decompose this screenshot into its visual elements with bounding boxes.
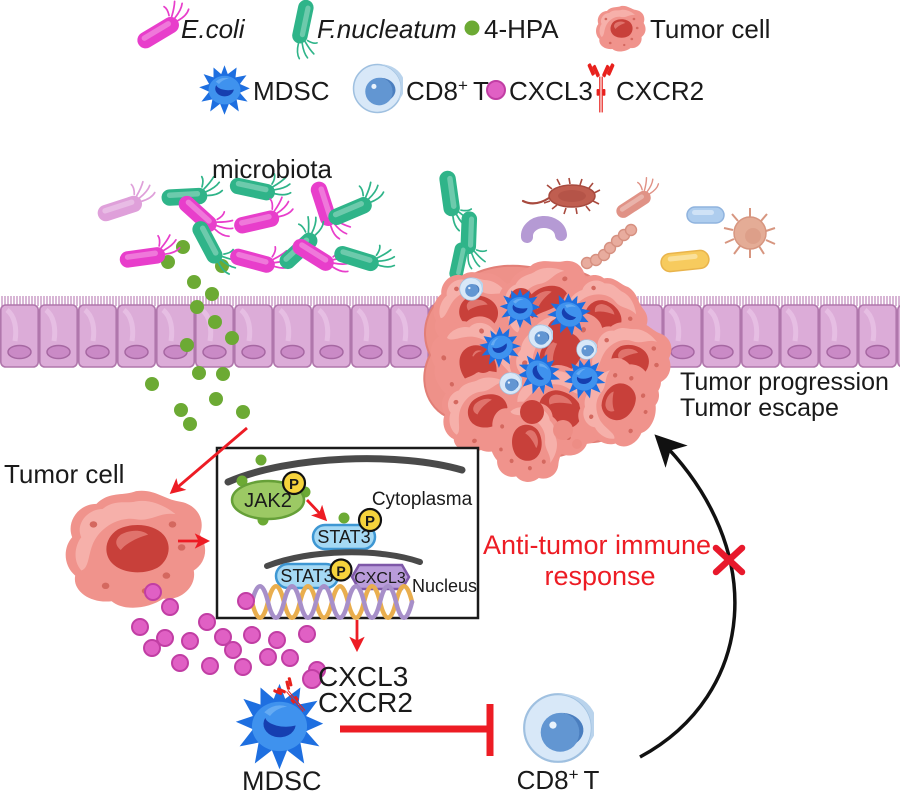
cxcl3-molecule-icon — [237, 592, 255, 610]
tumor-mass — [417, 247, 678, 486]
jak2-to-stat3-arrow — [305, 499, 328, 522]
cytoplasma-label: Cytoplasma — [372, 489, 473, 510]
nuclear-membrane — [264, 549, 423, 569]
crescent-microbe-icon — [520, 216, 567, 243]
microbiota-field — [90, 165, 776, 296]
cxcr2-label: CXCR2 — [318, 687, 413, 718]
blue-capsule-microbe-icon — [686, 206, 725, 224]
legend-item-ecoli: E.coli — [128, 0, 246, 57]
phospho-badge — [281, 470, 307, 496]
blocked-x-icon — [712, 544, 746, 576]
stat3-label: STAT3 — [280, 566, 333, 586]
anti-tumor-label-line2: response — [544, 561, 655, 591]
phospho-label: P — [365, 513, 375, 530]
mdsc-label: MDSC — [242, 766, 322, 794]
anti-tumor-label-line1: Anti-tumor immune — [483, 530, 711, 560]
tumor-cell-icon — [65, 490, 206, 608]
stat3-protein — [311, 523, 377, 551]
legend-item-hpa: 4-HPA — [464, 14, 559, 44]
hpa-dots-in-box — [236, 454, 350, 526]
cxcl3-label: CXCL3 — [318, 661, 408, 692]
legend-fnucleatum-label: F.nucleatum — [317, 14, 457, 44]
phospho-badge — [357, 507, 383, 533]
ecoli-bacterium-icon — [90, 176, 161, 230]
tumor-progression-label: Tumor progression — [680, 368, 889, 396]
phospho-badge — [329, 558, 353, 582]
dna-helix — [249, 584, 415, 620]
cd8-bottom-cell-icon — [523, 692, 594, 763]
legend-tumor-cell-label: Tumor cell — [650, 14, 770, 44]
legend: E.coli F.nucleatum 4-HPA Tumor cell MDSC… — [128, 0, 770, 115]
mdsc-bottom-cell — [235, 669, 324, 770]
cell-membrane — [224, 455, 466, 486]
tumor-escape-label: Tumor escape — [680, 394, 839, 422]
mdsc-inhibits-cd8-tbar — [340, 704, 494, 756]
ecoli-bacterium-icon — [227, 192, 298, 242]
hpa-dot-icon — [464, 20, 480, 36]
legend-mdsc-label: MDSC — [253, 76, 330, 106]
legend-cd8-label: CD8+T — [406, 76, 489, 106]
microbiota-label: microbiota — [212, 154, 332, 184]
cxcl3-dot-icon — [486, 80, 506, 100]
streptococcus-chain-icon — [580, 223, 638, 270]
cd8-label: CD8+T — [517, 765, 600, 794]
cd8-icon — [352, 63, 403, 114]
cxcl3-gene-label: CXCL3 — [354, 570, 406, 587]
cxcl3-molecule-icon — [302, 669, 322, 689]
pink-flagellate-icon — [608, 172, 665, 225]
cxcl3-dots-stream — [131, 583, 326, 679]
mdsc-cell-icon — [235, 683, 324, 770]
legend-cxcl3-label: CXCL3 — [509, 76, 593, 106]
ecoli-bacterium-icon — [114, 230, 184, 275]
legend-ecoli-label: E.coli — [181, 14, 246, 44]
spiky-bacterium-icon — [521, 177, 601, 215]
legend-hpa-label: 4-HPA — [484, 14, 559, 44]
legend-item-fnucleatum: F.nucleatum — [288, 0, 457, 61]
hpa-to-tumorcell-arrow — [169, 426, 248, 494]
spiky-ball-microbe-icon — [723, 208, 776, 258]
stat3-label: STAT3 — [317, 527, 370, 547]
mdsc-icon — [199, 65, 250, 115]
legend-item-tumor-cell: Tumor cell — [596, 5, 770, 52]
legend-item-cxcr2: CXCR2 — [586, 61, 704, 114]
tumor-cell-label: Tumor cell — [4, 459, 124, 489]
anti-tumor-response-arrow — [639, 434, 737, 759]
yellow-capsule-microbe-icon — [660, 249, 710, 273]
nucleus-label: Nucleus — [412, 576, 477, 596]
legend-item-cxcl3: CXCL3 — [486, 76, 593, 106]
legend-item-mdsc: MDSC — [199, 65, 330, 115]
legend-item-cd8: CD8+T — [352, 63, 489, 114]
legend-cxcr2-label: CXCR2 — [616, 76, 704, 106]
signaling-pathway-box: JAK2 P Cytoplasma STAT3 P STAT3 P CXCL3 … — [215, 446, 480, 620]
jak2-label: JAK2 — [244, 490, 292, 512]
phospho-label: P — [289, 476, 299, 493]
tumor-cell-icon — [596, 5, 646, 52]
phospho-label: P — [336, 563, 345, 579]
